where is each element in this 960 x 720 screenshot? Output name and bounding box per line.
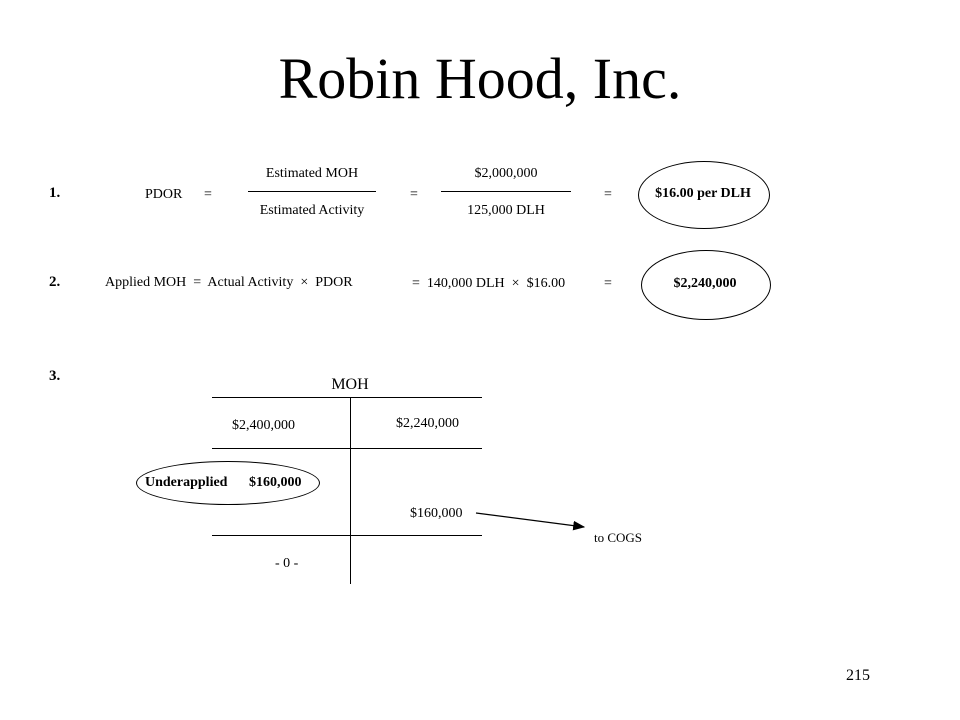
estimated-moh-label: Estimated MOH: [265, 166, 359, 181]
estimated-moh-value: $2,000,000: [474, 166, 538, 181]
t-account-center-line: [350, 397, 351, 584]
underapplied-label: Underapplied: [145, 475, 228, 490]
applied-moh-result: $2,240,000: [673, 276, 737, 291]
page-number: 215: [846, 667, 870, 684]
underapplied-amount: $160,000: [249, 475, 302, 490]
to-cogs-label: to COGS: [594, 530, 643, 545]
step-3-number: 3.: [49, 368, 61, 384]
pdor-equals: =: [204, 187, 212, 202]
fraction-bar-2: [441, 191, 571, 192]
t-account-bottom-line: [212, 535, 482, 536]
underapplied-oval: [136, 461, 320, 505]
equals-2: =: [604, 187, 612, 202]
equals-3: =: [604, 276, 612, 291]
moh-balance: - 0 -: [275, 556, 299, 571]
estimated-activity-label: Estimated Activity: [259, 203, 365, 218]
t-account-mid-line: [212, 448, 482, 449]
step-2-number: 2.: [49, 274, 61, 290]
applied-moh-result-oval: [641, 250, 771, 320]
page-title: Robin Hood, Inc.: [278, 46, 682, 111]
applied-moh-calculation: = 140,000 DLH × $16.00: [412, 276, 566, 291]
equals-1: =: [410, 187, 418, 202]
t-account-title: MOH: [331, 376, 369, 393]
fraction-bar-1: [248, 191, 376, 192]
pdor-result-oval: [638, 161, 770, 229]
moh-debit: $2,400,000: [232, 418, 295, 433]
pdor-result: $16.00 per DLH: [655, 186, 751, 201]
step-1-number: 1.: [49, 185, 61, 201]
t-account-top-line: [212, 397, 482, 398]
applied-moh-formula: Applied MOH = Actual Activity × PDOR: [105, 275, 353, 290]
moh-credit: $2,240,000: [396, 416, 459, 431]
pdor-label: PDOR: [145, 187, 183, 202]
closing-entry-amount: $160,000: [410, 506, 463, 521]
estimated-activity-value: 125,000 DLH: [467, 203, 545, 218]
